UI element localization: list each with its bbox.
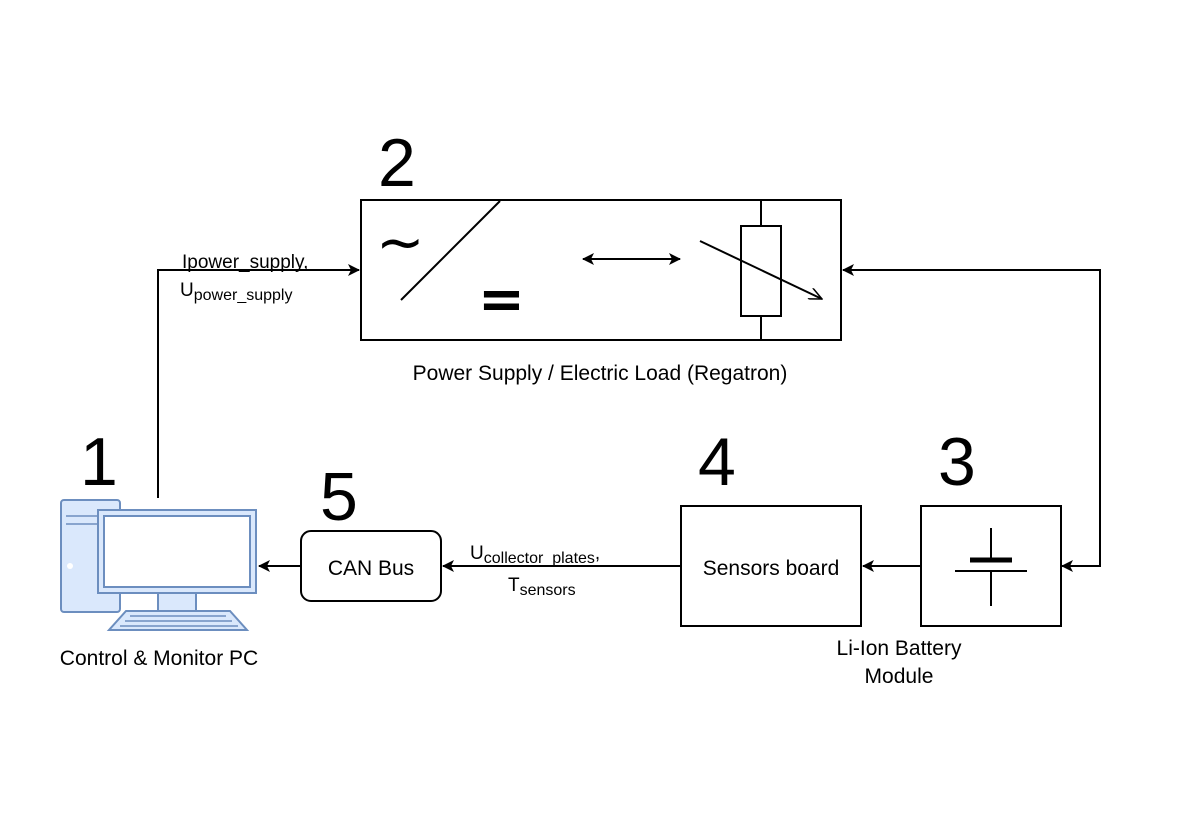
- signal-voltage-label: Upower_supply: [180, 280, 292, 304]
- canbus-label: CAN Bus: [328, 557, 414, 580]
- number-pc: 1: [80, 424, 118, 500]
- pc-to-power-supply-connector: [157, 264, 360, 498]
- sensors-board-label: Sensors board: [703, 557, 840, 580]
- battery-label-line2: Module: [865, 665, 934, 688]
- sensors-board-block: [680, 505, 862, 627]
- battery-block: [920, 505, 1062, 627]
- signal-collector-voltage-label: Ucollector_plates,: [470, 543, 600, 567]
- computer-icon: [60, 499, 257, 631]
- signal-collector-sub: collector_plates: [484, 550, 595, 567]
- signal-voltage-sub: power_supply: [194, 287, 293, 304]
- signal-collector-main: U: [470, 543, 484, 564]
- pc-label: Control & Monitor PC: [60, 647, 258, 670]
- battery-label-line1: Li-Ion Battery: [837, 637, 962, 660]
- power-supply-label: Power Supply / Electric Load (Regatron): [413, 362, 788, 385]
- number-sensors: 4: [698, 424, 736, 500]
- variable-resistor-icon: [699, 201, 822, 340]
- converter-diagonal: [400, 200, 501, 301]
- battery-power-supply-connector: [842, 264, 1101, 572]
- number-power-supply: 2: [378, 125, 416, 201]
- signal-current-label: Ipower_supply,: [182, 252, 308, 273]
- signal-temperature-label: Tsensors: [508, 575, 576, 599]
- number-battery: 3: [938, 424, 976, 500]
- ac-symbol: ~: [376, 208, 425, 276]
- signal-voltage-main: U: [180, 280, 194, 301]
- signal-temperature-sub: sensors: [520, 582, 576, 599]
- number-canbus: 5: [320, 459, 358, 535]
- power-supply-block: ~ =: [360, 199, 842, 341]
- dc-symbol: =: [478, 267, 525, 332]
- signal-temperature-main: T: [508, 575, 520, 596]
- signal-collector-tail: ,: [595, 543, 600, 564]
